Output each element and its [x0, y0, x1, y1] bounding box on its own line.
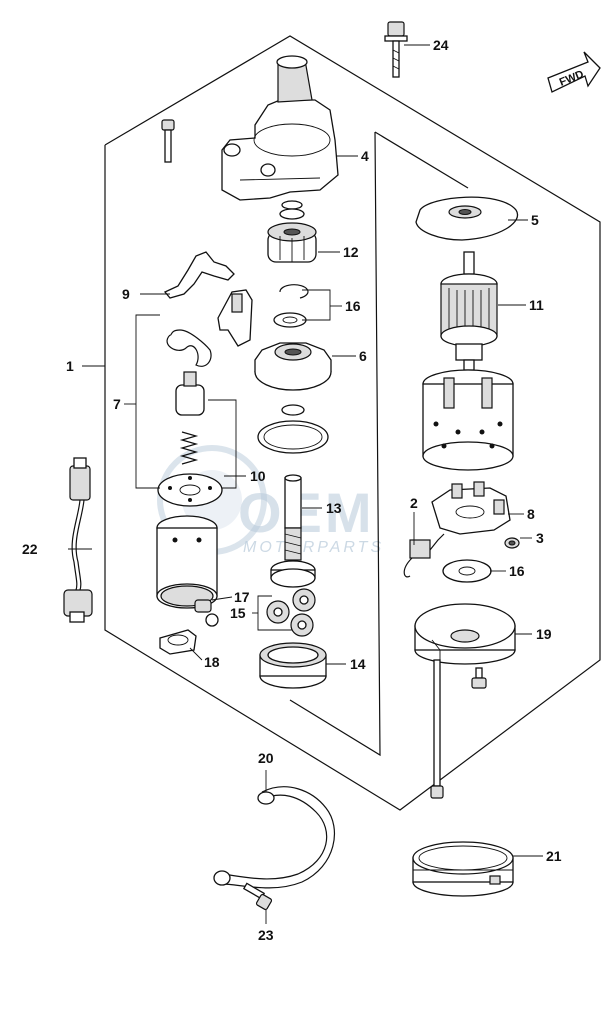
- callout-17: 17: [234, 589, 250, 605]
- washer-2: [281, 404, 305, 416]
- end-cover-19: [414, 603, 516, 665]
- callout-4: 4: [361, 148, 369, 164]
- screw-23: [242, 882, 273, 911]
- callout-24: 24: [433, 37, 449, 53]
- clips-16-upper: [273, 284, 309, 328]
- gear-housing-6: [254, 342, 332, 391]
- field-frame-yoke: [422, 369, 514, 471]
- solenoid-bracket: [217, 289, 253, 347]
- callout-2: 2: [410, 495, 418, 511]
- leader-lines: [68, 44, 543, 924]
- callout-11: 11: [529, 297, 544, 313]
- callout-9: 9: [122, 286, 130, 302]
- callout-15: 15: [230, 605, 246, 621]
- cover-screw: [471, 667, 487, 689]
- callout-21: 21: [546, 848, 562, 864]
- ring-gear-14: [259, 642, 327, 689]
- washer: [279, 208, 305, 220]
- pinion-gear-12: [267, 222, 317, 263]
- callout-22: 22: [22, 541, 38, 557]
- fwd-label: FWD: [558, 68, 586, 89]
- fwd-arrow-icon: FWD: [547, 51, 601, 93]
- end-plate-5: [415, 196, 519, 241]
- brush-holder-8: [431, 481, 511, 535]
- gasket: [257, 420, 329, 454]
- watermark: OEM MOTORPARTS: [157, 445, 384, 556]
- callout-7: 7: [113, 396, 121, 412]
- solenoid-spring: [179, 431, 199, 465]
- through-bolt: [430, 659, 444, 799]
- callout-19: 19: [536, 626, 552, 642]
- housing-bolt: [161, 119, 175, 163]
- bolt-24: [384, 21, 408, 78]
- callout-6: 6: [359, 348, 367, 364]
- callout-18: 18: [204, 654, 220, 670]
- callout-8: 8: [527, 506, 535, 522]
- callout-23: 23: [258, 927, 274, 943]
- callout-20: 20: [258, 750, 274, 766]
- callout-14: 14: [350, 656, 366, 672]
- mounting-strap-20: [213, 786, 336, 889]
- sub-frame-top-line: [374, 131, 469, 189]
- callout-12: 12: [343, 244, 359, 260]
- callout-16-upper: 16: [345, 298, 361, 314]
- o-ring: [281, 200, 303, 210]
- solenoid-body: [156, 515, 218, 609]
- watermark-subtext: MOTORPARTS: [243, 539, 384, 556]
- callout-1: 1: [66, 358, 74, 374]
- armature-11: [440, 251, 498, 371]
- pinion-housing-4: [221, 55, 339, 201]
- assembly-outline: [104, 35, 601, 811]
- sub-assembly-outline: [289, 131, 381, 757]
- callout-3: 3: [536, 530, 544, 546]
- watermark-text: OEM: [238, 481, 375, 544]
- shift-lever-9: [163, 251, 235, 299]
- solenoid-plunger: [175, 371, 205, 416]
- nut-3: [504, 537, 520, 549]
- callout-10: 10: [250, 468, 266, 484]
- drive-shaft-13: [270, 474, 316, 588]
- callout-16-lower: 16: [509, 563, 525, 579]
- callout-5: 5: [531, 212, 539, 228]
- solenoid-plate-10: [157, 473, 223, 507]
- callout-13: 13: [326, 500, 342, 516]
- clamp-18: [159, 629, 197, 655]
- wire-lead-22: [63, 457, 93, 623]
- brush-lead-2: [403, 533, 445, 578]
- band-21: [412, 841, 514, 897]
- insulator-disc-16: [442, 559, 492, 583]
- planet-gears-15: [266, 588, 316, 637]
- terminal-nut-17: [194, 599, 219, 627]
- solenoid-spring-wire: [166, 329, 212, 367]
- callout-labels: 24 4 5 12 9 16 11 6 1 7 10 13 2 8 3 22 1…: [22, 37, 562, 943]
